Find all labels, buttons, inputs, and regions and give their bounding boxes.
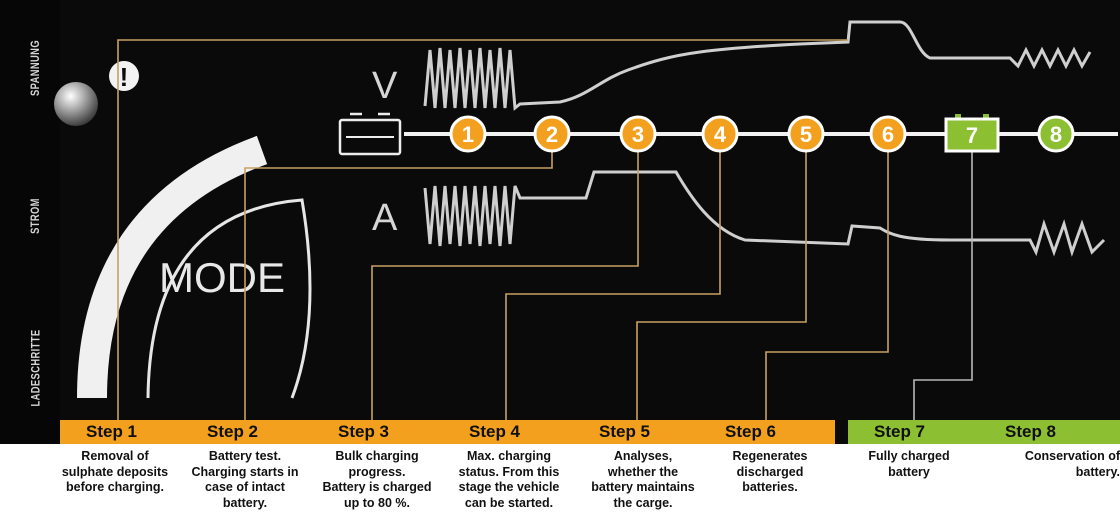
step-desc-3: Bulk charging progress. Battery is charg…: [307, 449, 447, 511]
step-title-2: Step 2: [207, 420, 258, 444]
step-desc-6: Regenerates discharged batteries.: [700, 449, 840, 496]
step-desc-5: Analyses, whether the battery maintains …: [573, 449, 713, 511]
node-label-7: 7: [966, 123, 978, 148]
step-title-7: Step 7: [874, 420, 925, 444]
step-title-1: Step 1: [86, 420, 137, 444]
step-desc-1: Removal of sulphate deposits before char…: [45, 449, 185, 496]
status-led: [54, 82, 98, 126]
charger-panel: ! MODE V A: [0, 0, 1120, 444]
step-title-3: Step 3: [338, 420, 389, 444]
step-desc-8: Conservation of battery.: [1000, 449, 1120, 480]
node-label-3: 3: [632, 122, 644, 147]
warning-symbol: !: [120, 62, 129, 92]
mode-label: MODE: [159, 254, 285, 301]
side-label-steps: LADESCHRITTE: [22, 355, 48, 381]
node-1: 1: [451, 117, 485, 151]
current-label: A: [372, 197, 398, 239]
voltage-label: V: [372, 65, 398, 107]
step-bar-orange: [60, 420, 835, 444]
node-label-4: 4: [714, 122, 727, 147]
node-3: 3: [621, 117, 655, 151]
node-8: 8: [1039, 117, 1073, 151]
node-2: 2: [535, 117, 569, 151]
node-label-1: 1: [462, 122, 474, 147]
node-6: 6: [871, 117, 905, 151]
node-4: 4: [703, 117, 737, 151]
step-desc-7: Fully charged battery: [839, 449, 979, 480]
step-title-8: Step 8: [1005, 420, 1056, 444]
node-label-8: 8: [1050, 122, 1062, 147]
side-label-current: STROM: [22, 203, 48, 229]
node-label-2: 2: [546, 122, 558, 147]
battery-icon: [340, 114, 400, 154]
step-title-4: Step 4: [469, 420, 520, 444]
side-label-voltage: SPANNUNG: [22, 55, 48, 81]
node-label-6: 6: [882, 122, 894, 147]
node-label-5: 5: [800, 122, 812, 147]
step-title-6: Step 6: [725, 420, 776, 444]
node-5: 5: [789, 117, 823, 151]
step-title-5: Step 5: [599, 420, 650, 444]
step-desc-2: Battery test. Charging starts in case of…: [175, 449, 315, 511]
step-desc-4: Max. charging status. From this stage th…: [439, 449, 579, 511]
node-7-battery: 7: [946, 114, 998, 151]
